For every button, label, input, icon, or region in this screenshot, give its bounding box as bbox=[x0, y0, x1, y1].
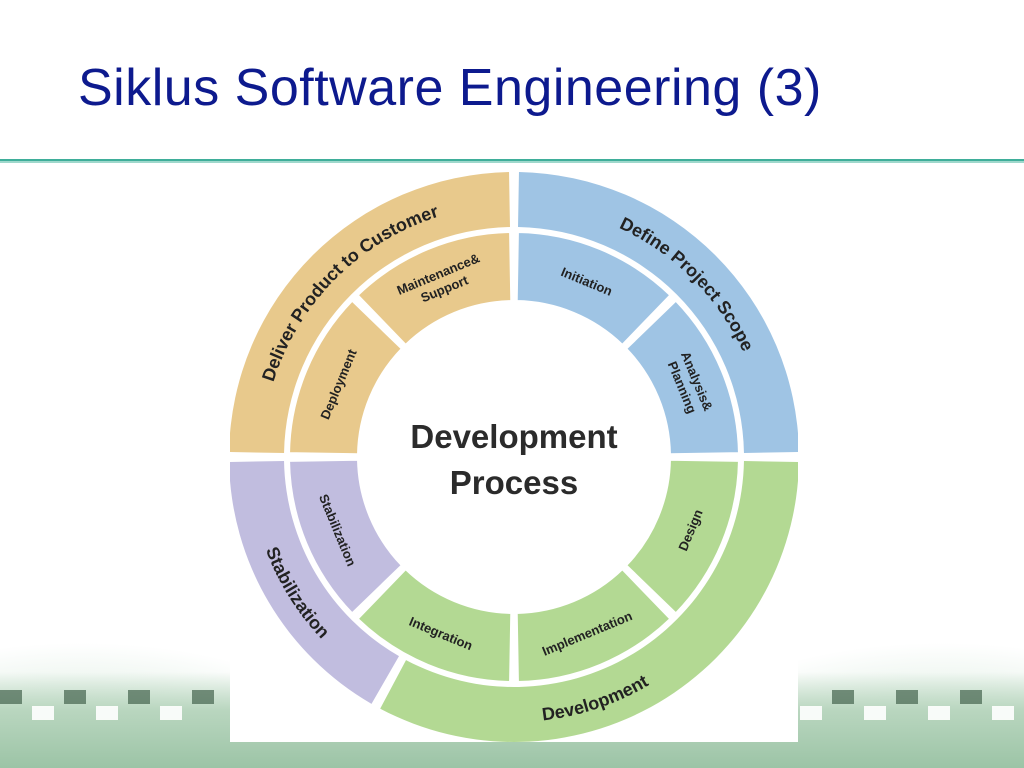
center-circle bbox=[358, 301, 670, 613]
checker-pattern-left bbox=[0, 690, 224, 724]
slide-title: Siklus Software Engineering (3) bbox=[78, 59, 822, 117]
center-label-line1: Development bbox=[410, 418, 617, 455]
outer-phase-segment bbox=[380, 461, 799, 742]
outer-phase-segment bbox=[518, 172, 799, 453]
outer-phase-segment bbox=[229, 172, 510, 453]
development-cycle-diagram: Define Project ScopeDevelopmentStabiliza… bbox=[229, 172, 799, 742]
checker-pattern-right bbox=[800, 690, 1024, 724]
title-underline bbox=[0, 159, 1024, 163]
outer-phase-segment bbox=[229, 461, 399, 704]
center-label-line2: Process bbox=[450, 464, 578, 501]
